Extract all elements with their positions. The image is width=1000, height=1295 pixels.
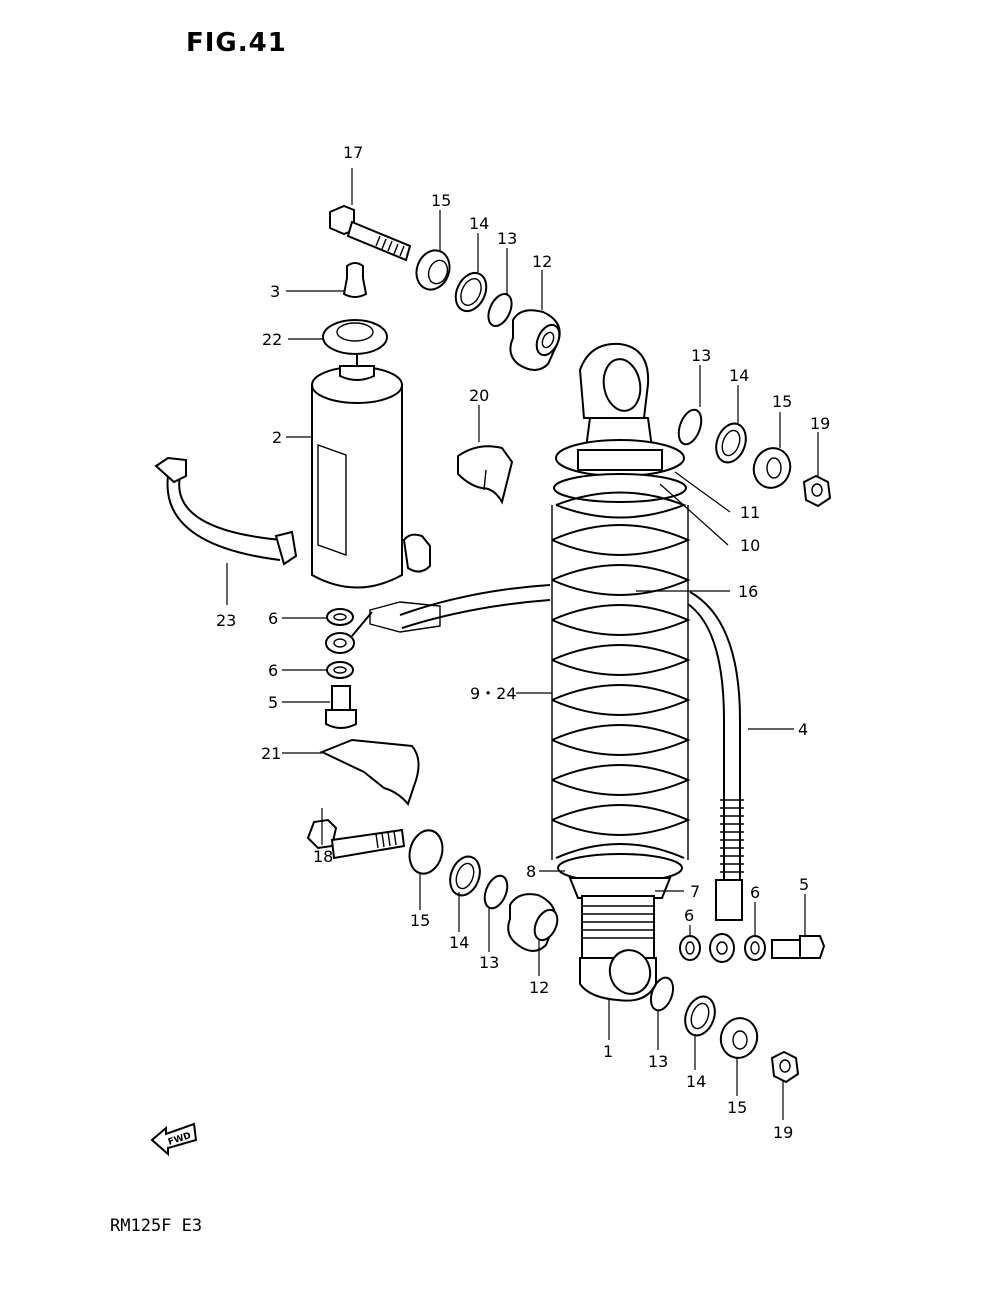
label-12-bottom: 12 bbox=[529, 978, 549, 997]
label-13-top: 13 bbox=[497, 229, 517, 248]
left-washer-6a[interactable] bbox=[326, 608, 354, 626]
label-18: 18 bbox=[313, 847, 333, 866]
lower-right-circlip-13[interactable] bbox=[647, 975, 677, 1014]
label-17: 17 bbox=[343, 143, 363, 162]
label-15-top: 15 bbox=[431, 191, 451, 210]
upper-right-collar-15[interactable] bbox=[748, 443, 796, 493]
right-banjo-bolt-5[interactable] bbox=[771, 935, 826, 959]
label-23: 23 bbox=[216, 611, 236, 630]
label-19-upper-right: 19 bbox=[810, 414, 830, 433]
label-19-lower-right: 19 bbox=[773, 1123, 793, 1142]
valve-cap[interactable] bbox=[342, 262, 368, 298]
rubber-stopper[interactable] bbox=[457, 445, 514, 505]
right-banjo-fitting[interactable] bbox=[709, 933, 735, 963]
top-bolt[interactable] bbox=[329, 204, 412, 262]
reservoir-band[interactable] bbox=[154, 456, 298, 566]
right-washer-6d[interactable] bbox=[744, 935, 766, 961]
leader-lines bbox=[226, 168, 819, 1120]
hose-bracket[interactable] bbox=[319, 738, 420, 807]
top-collar-15[interactable] bbox=[411, 246, 455, 295]
lower-right-nut-19[interactable] bbox=[770, 1050, 800, 1084]
label-21: 21 bbox=[261, 744, 281, 763]
figure-title: FIG.41 bbox=[186, 28, 287, 58]
label-14-top: 14 bbox=[469, 214, 489, 233]
bottom-collar-15[interactable] bbox=[405, 827, 447, 878]
part-labels: 17 15 14 13 12 3 22 20 2 13 14 15 19 11 … bbox=[216, 143, 830, 1142]
top-bushing-12[interactable] bbox=[509, 309, 563, 371]
reservoir-hose[interactable] bbox=[369, 584, 744, 921]
label-15-upper-right: 15 bbox=[772, 392, 792, 411]
model-code: RM125F E3 bbox=[110, 1216, 203, 1236]
label-22: 22 bbox=[262, 330, 282, 349]
label-6-right-a: 6 bbox=[684, 906, 694, 925]
top-seal-14[interactable] bbox=[450, 268, 492, 316]
label-13-bottom: 13 bbox=[479, 953, 499, 972]
label-2: 2 bbox=[272, 428, 282, 447]
label-4: 4 bbox=[798, 720, 808, 739]
label-6-left-upper: 6 bbox=[268, 609, 278, 628]
label-6-right-b: 6 bbox=[750, 883, 760, 902]
bottom-bolt[interactable] bbox=[306, 818, 406, 860]
label-15-lower-right: 15 bbox=[727, 1098, 747, 1117]
shock-absorber-body[interactable] bbox=[551, 342, 691, 1002]
right-washer-6c[interactable] bbox=[679, 935, 701, 961]
label-7: 7 bbox=[690, 882, 700, 901]
left-banjo-fitting[interactable] bbox=[325, 611, 373, 654]
lower-right-seal-14[interactable] bbox=[680, 992, 720, 1039]
left-banjo-bolt-5[interactable] bbox=[325, 685, 357, 729]
label-12-top: 12 bbox=[532, 252, 552, 271]
upper-right-seal-14[interactable] bbox=[711, 419, 751, 466]
label-8: 8 bbox=[526, 862, 536, 881]
top-circlip-13[interactable] bbox=[484, 290, 516, 329]
label-6-left-lower: 6 bbox=[268, 661, 278, 680]
label-10: 10 bbox=[740, 536, 760, 555]
bottom-bushing-12[interactable] bbox=[507, 893, 562, 952]
label-1: 1 bbox=[603, 1042, 613, 1061]
label-5-right: 5 bbox=[799, 875, 809, 894]
coil-spring[interactable] bbox=[551, 491, 691, 861]
label-3: 3 bbox=[270, 282, 280, 301]
bottom-seal-14[interactable] bbox=[445, 852, 485, 899]
label-14-bottom: 14 bbox=[449, 933, 469, 952]
upper-right-nut-19[interactable] bbox=[802, 474, 832, 508]
reservoir-tank[interactable] bbox=[311, 355, 431, 589]
fwd-arrow-icon: FWD bbox=[150, 1122, 198, 1157]
label-14-upper-right: 14 bbox=[729, 366, 749, 385]
label-16: 16 bbox=[738, 582, 758, 601]
upper-right-circlip-13[interactable] bbox=[674, 407, 705, 448]
label-14-lower-right: 14 bbox=[686, 1072, 706, 1091]
label-13-upper-right: 13 bbox=[691, 346, 711, 365]
reservoir-washer[interactable] bbox=[322, 319, 388, 355]
label-9-24: 9・24 bbox=[470, 684, 517, 703]
left-washer-6b[interactable] bbox=[326, 661, 354, 679]
label-11: 11 bbox=[740, 503, 760, 522]
bottom-circlip-13[interactable] bbox=[480, 872, 511, 911]
label-13-lower-right: 13 bbox=[648, 1052, 668, 1071]
lower-right-collar-15[interactable] bbox=[716, 1014, 761, 1062]
label-5-left: 5 bbox=[268, 693, 278, 712]
label-20: 20 bbox=[469, 386, 489, 405]
label-15-bottom: 15 bbox=[410, 911, 430, 930]
